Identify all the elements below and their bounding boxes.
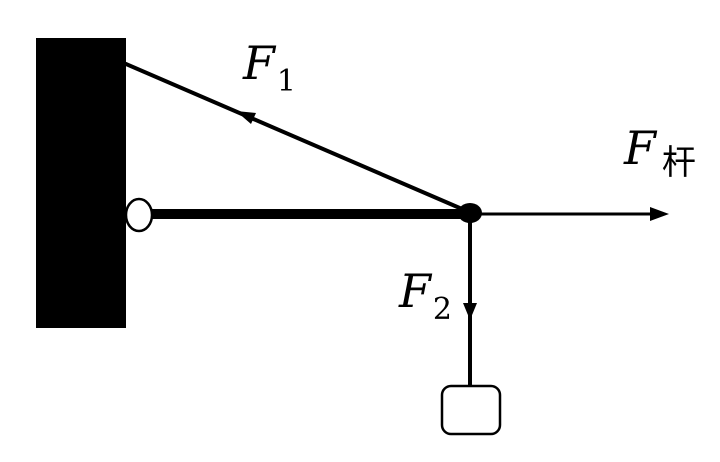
wall	[36, 38, 126, 328]
label-f-rod-subscript: 杆	[662, 143, 696, 183]
label-f2: F2	[398, 264, 452, 327]
label-f1: F1	[242, 36, 296, 99]
hinge-pin	[124, 197, 154, 233]
hanging-weight	[440, 384, 502, 436]
f2-arrow-head	[463, 303, 477, 320]
label-f2-symbol: F	[398, 264, 433, 318]
label-f1-symbol: F	[242, 36, 277, 90]
label-f1-subscript: 1	[277, 64, 296, 99]
joint-knot	[458, 203, 482, 223]
label-f2-subscript: 2	[433, 292, 452, 327]
rope-f1	[124, 62, 471, 214]
f-rod-arrow-head	[650, 207, 669, 221]
label-f-rod-symbol: F	[623, 121, 658, 175]
f1-arrow-head	[236, 111, 256, 124]
